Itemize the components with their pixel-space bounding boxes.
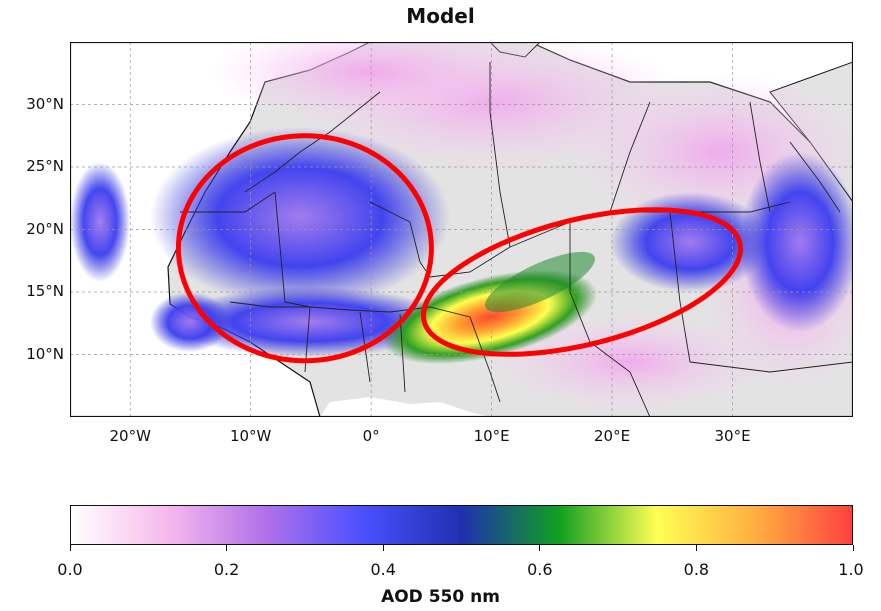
colorbar-tick-label: 0.6 <box>527 560 553 579</box>
aod-field <box>70 42 853 412</box>
colorbar-tick-mark <box>382 545 384 551</box>
longitude-tick-label: 20°W <box>109 427 151 445</box>
colorbar-tick-label: 0.8 <box>683 560 710 579</box>
colorbar-tick-mark <box>69 545 71 551</box>
colorbar <box>70 505 853 545</box>
longitude-tick-label: 10°W <box>229 427 272 445</box>
colorbar-tick-label: 0.2 <box>213 560 240 579</box>
latitude-tick-label: 20°N <box>26 219 64 238</box>
aod-map <box>70 42 853 417</box>
longitude-tick-label: 20°E <box>594 427 631 445</box>
map-canvas <box>70 42 853 417</box>
longitude-tick-label: 0° <box>362 427 380 445</box>
colorbar-tick-label: 1.0 <box>838 560 864 579</box>
longitude-tick-label: 10°E <box>473 427 510 445</box>
highlight-ellipse-west-sahara-region <box>175 133 434 364</box>
map-title: Model <box>406 4 475 28</box>
colorbar-tick-mark <box>852 545 854 551</box>
latitude-tick-label: 30°N <box>26 94 64 113</box>
colorbar-label: AOD 550 nm <box>381 587 500 607</box>
graticule <box>70 42 853 417</box>
gulf-of-guinea <box>320 397 490 417</box>
colorbar-tick-mark <box>539 545 541 551</box>
latitude-tick-label: 25°N <box>26 157 64 175</box>
colorbar-tick-mark <box>695 545 697 551</box>
colorbar-tick-label: 0.4 <box>370 560 396 579</box>
longitude-tick-label: 30°E <box>714 427 751 445</box>
latitude-tick-label: 15°N <box>26 282 64 300</box>
highlight-ellipse-central-sahel-region <box>420 207 743 357</box>
colorbar-tick-label: 0.0 <box>57 560 83 579</box>
latitude-tick-label: 10°N <box>26 344 64 363</box>
map-frame <box>70 42 853 417</box>
colorbar-tick-mark <box>226 545 228 551</box>
highlight-ellipses <box>175 133 743 364</box>
